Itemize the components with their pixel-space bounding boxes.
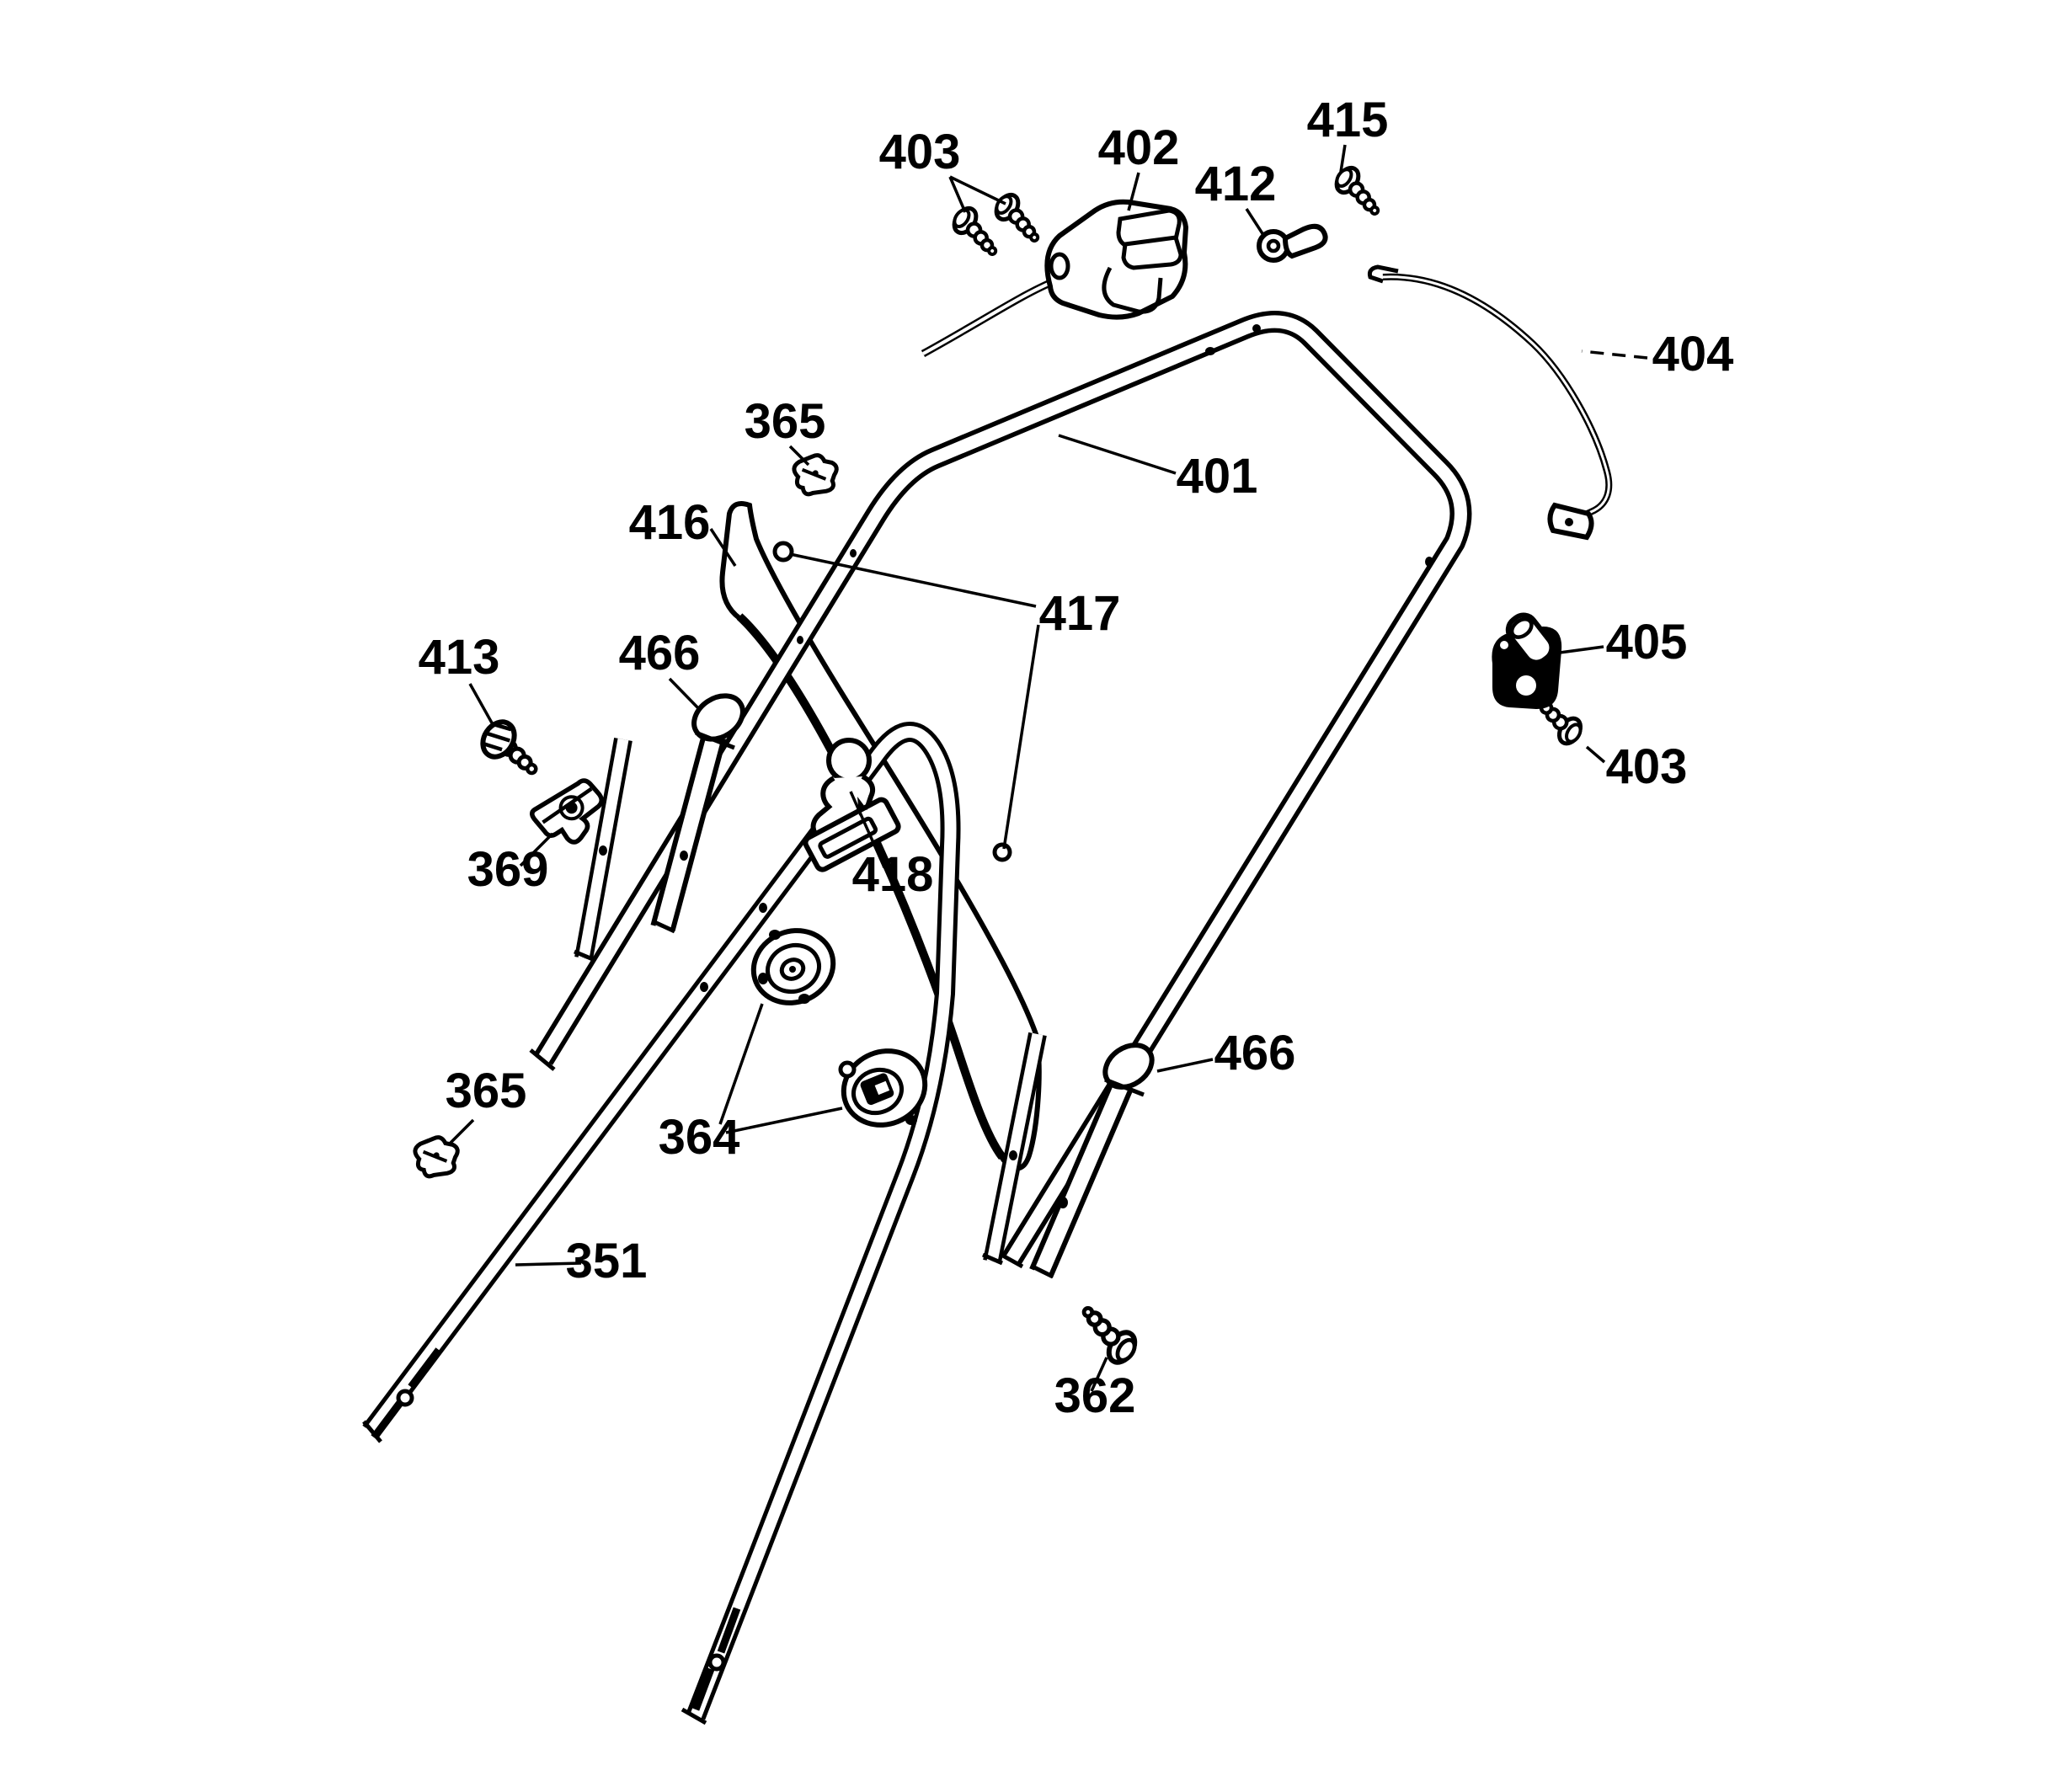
leader-413 [468,683,495,727]
callout-403: 403 [879,125,961,179]
bolt-413 [480,719,538,776]
leader-365-lower [448,1118,475,1145]
callout-466-right: 466 [1214,1026,1296,1080]
upper-handle-401 [529,311,1472,1269]
leader-412 [1245,208,1267,238]
grip-tube-466-left [574,693,745,963]
mount-hole [1049,252,1070,280]
leader-405 [1559,645,1604,654]
leader-369 [519,832,554,867]
knob-discs-364 [750,928,928,1128]
leader-362 [1090,1357,1108,1392]
cable-rod-404 [1367,264,1613,541]
leader-416 [709,528,737,567]
leader-403 [948,175,1006,213]
callout-369: 369 [467,842,549,897]
leader-364 [718,1003,843,1134]
callout-404: 404 [1652,327,1734,381]
callout-417: 417 [1039,586,1121,641]
switch-rocker [1121,235,1183,270]
callout-413: 413 [419,630,500,685]
callout-405: 405 [1606,615,1688,669]
callout-402: 402 [1098,120,1180,175]
grip-tube-466-right [982,1032,1155,1279]
lever-412 [1257,223,1328,263]
leader-417 [789,552,1040,850]
callout-351: 351 [566,1234,648,1288]
callout-401: 401 [1177,449,1258,504]
callout-412: 412 [1195,157,1277,211]
callout-365-upper: 365 [745,394,826,449]
leader-351 [515,1261,582,1267]
leader-401 [1058,434,1177,475]
grommet-417-lower [992,842,1012,862]
callout-362: 362 [1054,1368,1136,1423]
callout-416: 416 [629,495,711,550]
switch-box-402 [921,199,1189,357]
callout-364: 364 [659,1110,740,1165]
screw-403-b [991,190,1050,243]
callout-403-right: 403 [1606,739,1688,794]
leader-418 [849,791,886,868]
leader-lines [448,144,1648,1392]
leader-402 [1127,172,1140,211]
clamp-369 [530,778,604,845]
leader-466-right [1156,1058,1214,1073]
callout-418: 418 [852,847,934,902]
guide-bracket-405 [1492,612,1562,709]
clip-365-upper [792,451,842,499]
lower-handle-351 [362,722,961,1725]
grommet-417-upper [772,541,794,563]
callout-415: 415 [1307,93,1389,147]
leader-403-right [1585,745,1606,764]
leader-365-upper [788,445,810,467]
leader-466-left [668,677,702,712]
bracket-418 [803,738,901,872]
callout-466-left: 466 [619,626,701,680]
leader-404 [1581,349,1648,360]
leader-415 [1339,144,1347,173]
callout-365-lower: 365 [446,1064,527,1118]
